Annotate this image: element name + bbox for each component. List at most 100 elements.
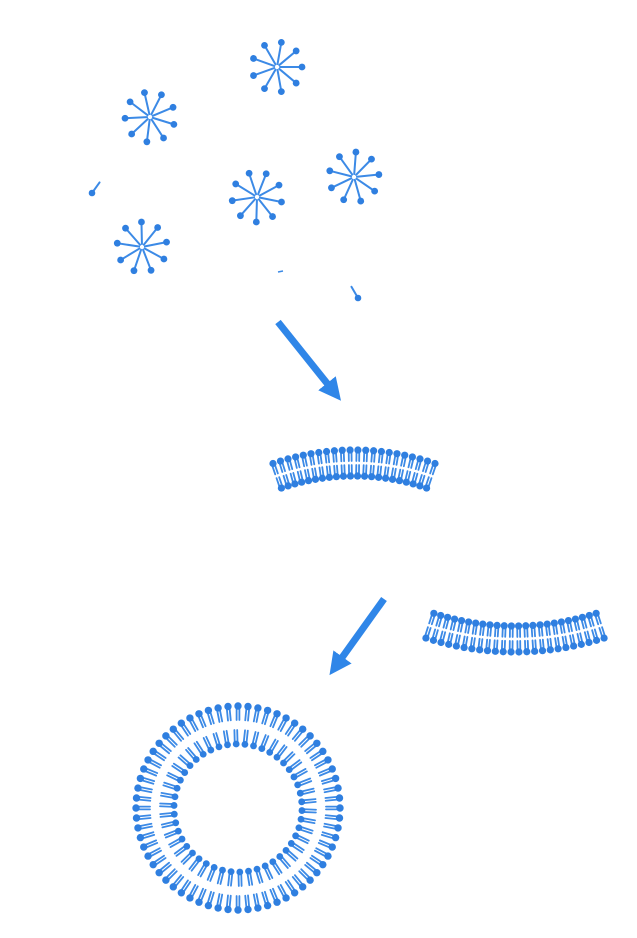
bilayer-lipid-inner [305,470,312,485]
vesicle-lipid-outer [133,794,151,801]
free-lipid [89,182,100,196]
bilayer-lipid-inner [493,622,500,637]
vesicle-lipid-outer [315,848,332,860]
bilayer-lipid-outer [430,460,438,474]
bilayer-lipid-outer [422,627,430,642]
vesicle-lipid-inner [269,858,281,874]
vesicle-lipid-inner [242,730,249,747]
micelle-lipid [122,115,147,122]
vesicle-lipid-outer [144,848,161,860]
bilayer-lipid-outer [468,638,475,653]
vesicle-lipid-outer [278,714,290,731]
vesicle-lipid-inner [179,755,194,769]
micelle-lipid [279,48,299,66]
vesicle-lipid-outer [186,885,198,902]
micelle-lipid [229,197,254,204]
micelle-lipid [144,224,161,245]
vesicle-lipid-inner [208,864,218,881]
micelle-lipid [117,249,139,264]
bilayer-lipid-outer [408,453,416,468]
bilayer-lipid-outer [507,641,514,656]
vesicle [132,702,343,913]
bilayer-lipid-inner [544,620,551,635]
bilayer-lipid-outer [269,460,277,474]
vesicle-lipid-outer [137,832,155,841]
vesicle-lipid-inner [172,764,188,776]
bilayer-lipid-outer [585,631,593,646]
bilayer-lipid-inner [472,619,479,634]
vesicle-lipid-inner [280,752,294,766]
bilayer-lipid-inner [347,465,354,480]
vesicle-lipid-inner [194,742,206,758]
bilayer-lipid-outer [307,450,314,465]
bilayer-lipid-inner [501,622,508,637]
bilayer-lipid-inner [586,612,594,627]
vesicle-lipid-outer [132,804,150,811]
bilayer-lipid-outer [423,457,431,472]
vesicle-lipid-inner [169,836,185,847]
bilayer-lipid-inner [579,614,587,629]
micelle-lipid [353,149,360,174]
vesicle-lipid-outer [315,756,332,768]
bilayer-lipid-outer [476,639,483,654]
free-lipid-group [89,182,362,301]
bilayer-lipid-outer [562,636,569,651]
vesicle-lipid-outer [244,895,251,913]
vesicle-lipid-outer [325,814,343,821]
bilayer-lipid-outer [370,447,377,462]
vesicle-lipid-inner [160,811,177,818]
micelle [326,149,382,205]
micelle-lipid [336,153,352,174]
bilayer-lipid-inner [593,610,601,625]
micelle-lipid [259,199,276,220]
vesicle-lipid-outer [324,824,342,832]
bilayer-lipid-inner [536,621,543,636]
micelle-lipid [152,120,167,142]
bilayer-lipid-outer [354,446,361,461]
vesicle-lipid-inner [295,824,312,833]
vesicle-lipid-inner [254,866,263,883]
vesicle-lipid-outer [319,765,336,775]
micelle-lipid [356,179,378,195]
vesicle-lipid-inner [245,868,252,885]
vesicle-lipid-inner [297,789,314,797]
vesicle-lipid-inner [286,760,301,773]
vesicle-lipid-outer [137,775,155,784]
vesicle-lipid-inner [175,843,190,856]
vesicle-lipid-outer [186,714,198,731]
arrow-group [278,322,384,666]
micelle-lipid [280,64,305,71]
vesicle-lipid-inner [214,733,223,750]
bilayer-lipid-inner [298,471,306,486]
bilayer-lipid-outer [323,448,330,463]
vesicle-lipid-inner [298,816,315,823]
bilayer-lipid-outer [492,640,499,655]
vesicle-lipid-outer [205,892,214,910]
vesicle-lipid-inner [294,779,311,789]
vesicle-lipid-inner [299,807,316,814]
bilayer-lipid-inner [486,621,493,636]
vesicle-lipid-outer [322,832,340,841]
bilayer-lipid-outer [539,640,546,655]
arrow-micelles-to-bilayer [278,322,334,392]
bilayer-lipid-inner [382,467,389,482]
vesicle-lipid-outer [133,814,151,821]
vesicle-lipid-inner [162,819,179,827]
micelle-lipid [356,156,375,175]
vesicle-lipid-outer [195,889,205,906]
micelle-lipid [279,69,299,87]
vesicle-lipid-outer [326,804,344,811]
bilayer-lipid-outer [445,633,452,648]
vesicle-lipid-outer [140,765,157,775]
bilayer-lipid-outer [484,640,491,655]
vesicle-lipid-inner [228,868,235,885]
vesicle-lipid-outer [144,756,161,768]
vesicle-lipid-inner [198,860,210,876]
free-lipid-fragment [278,271,283,272]
vesicle-lipid-inner [298,798,315,805]
bilayer-lipid-outer [346,446,353,461]
vesicle-lipid-outer [205,707,214,725]
bilayer-lipid-outer [401,452,408,467]
bilayer-lipid-outer [500,641,507,656]
